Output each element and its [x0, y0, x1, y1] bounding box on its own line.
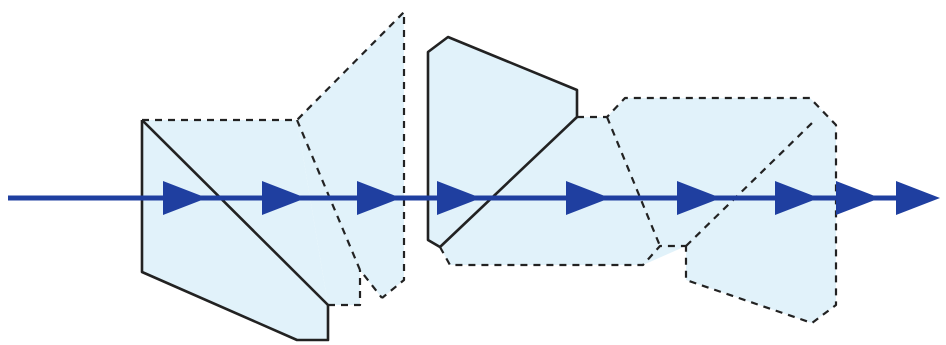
- beam-arrowhead: [437, 181, 481, 215]
- left-prism-solid-outline: [140, 120, 330, 342]
- beam-arrowhead: [677, 181, 721, 215]
- beam-arrowhead: [775, 181, 819, 215]
- left-prism-dashed-bottom-edge: [328, 270, 362, 307]
- left-prism-solid-body: [142, 120, 328, 340]
- beam-arrowhead: [357, 181, 401, 215]
- beam-arrowhead: [836, 181, 880, 215]
- beam-arrowhead: [163, 181, 207, 215]
- light-beam: [8, 181, 940, 215]
- beam-arrowhead: [262, 181, 306, 215]
- right-prism-dashed-diagonal-face: [685, 122, 813, 247]
- right-prism-dashed-lower-edge: [439, 244, 686, 267]
- right-prism-group: [426, 35, 838, 325]
- beam-arrowhead: [566, 181, 610, 215]
- right-prism-dashed-outer-edge: [577, 96, 838, 325]
- left-prism-dashed-body: [297, 12, 404, 305]
- right-prism-dashed-body-a: [440, 117, 686, 265]
- left-prism-group: [140, 10, 406, 342]
- left-prism-diagonal-face: [141, 119, 329, 306]
- right-prism-dashed-inner-face: [605, 116, 662, 247]
- beam-arrowhead: [896, 181, 940, 215]
